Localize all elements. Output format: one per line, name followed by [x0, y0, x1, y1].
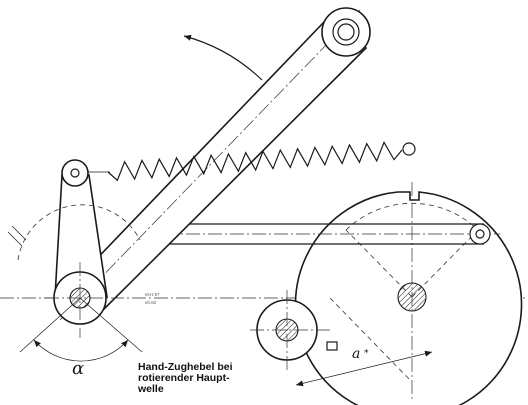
dimension-a: a * [295, 346, 433, 387]
lever-center-line [59, 9, 361, 321]
cam-hidden-line-lower [329, 297, 413, 383]
rod-right-eye [469, 223, 491, 245]
left-swing-arc [17, 204, 141, 261]
center-label-top: M.H.97 [145, 292, 160, 297]
caption-line-1: Hand-Zughebel bei [138, 361, 233, 373]
lever-top-hub-inner [332, 18, 360, 46]
main-cam-disc [294, 182, 523, 405]
spring-anchor-eye [402, 142, 416, 156]
swing-direction-arrow [183, 34, 263, 81]
left-arc-tick-1 [7, 231, 23, 247]
small-eccentric [250, 290, 338, 372]
alpha-label: α [72, 358, 84, 379]
eccentric-key [326, 341, 338, 351]
crank-top-pin [70, 168, 80, 178]
rod-right-pin [475, 229, 485, 239]
hand-lever [58, 7, 371, 321]
cam-hidden-line-left [345, 229, 413, 298]
left-arc-tick-2 [11, 225, 27, 241]
angle-alpha-dimension: α [19, 297, 143, 379]
cam-hidden-line-right [411, 229, 479, 298]
spring-coil [107, 140, 403, 182]
dimension-a-line [295, 350, 433, 387]
alpha-leg-left [19, 297, 81, 353]
alpha-arc [33, 339, 129, 362]
svg-text:*: * [364, 349, 369, 359]
pivot-crank [45, 159, 115, 338]
tension-spring [75, 140, 416, 182]
lever-top-hub [321, 7, 371, 57]
figure-caption: Hand-Zughebel bei rotierender Haupt- wel… [138, 362, 233, 395]
center-label-bottom: eh.82 [145, 300, 157, 305]
lever-top-bore [337, 23, 355, 41]
caption-line-3: welle [138, 383, 164, 395]
cam-hidden-arc [345, 202, 479, 231]
dimension-a-label: a [352, 346, 360, 362]
alpha-leg-right [79, 297, 143, 353]
crank-top-eye [61, 159, 89, 187]
caption-line-2: rotierender Haupt- [138, 372, 230, 384]
